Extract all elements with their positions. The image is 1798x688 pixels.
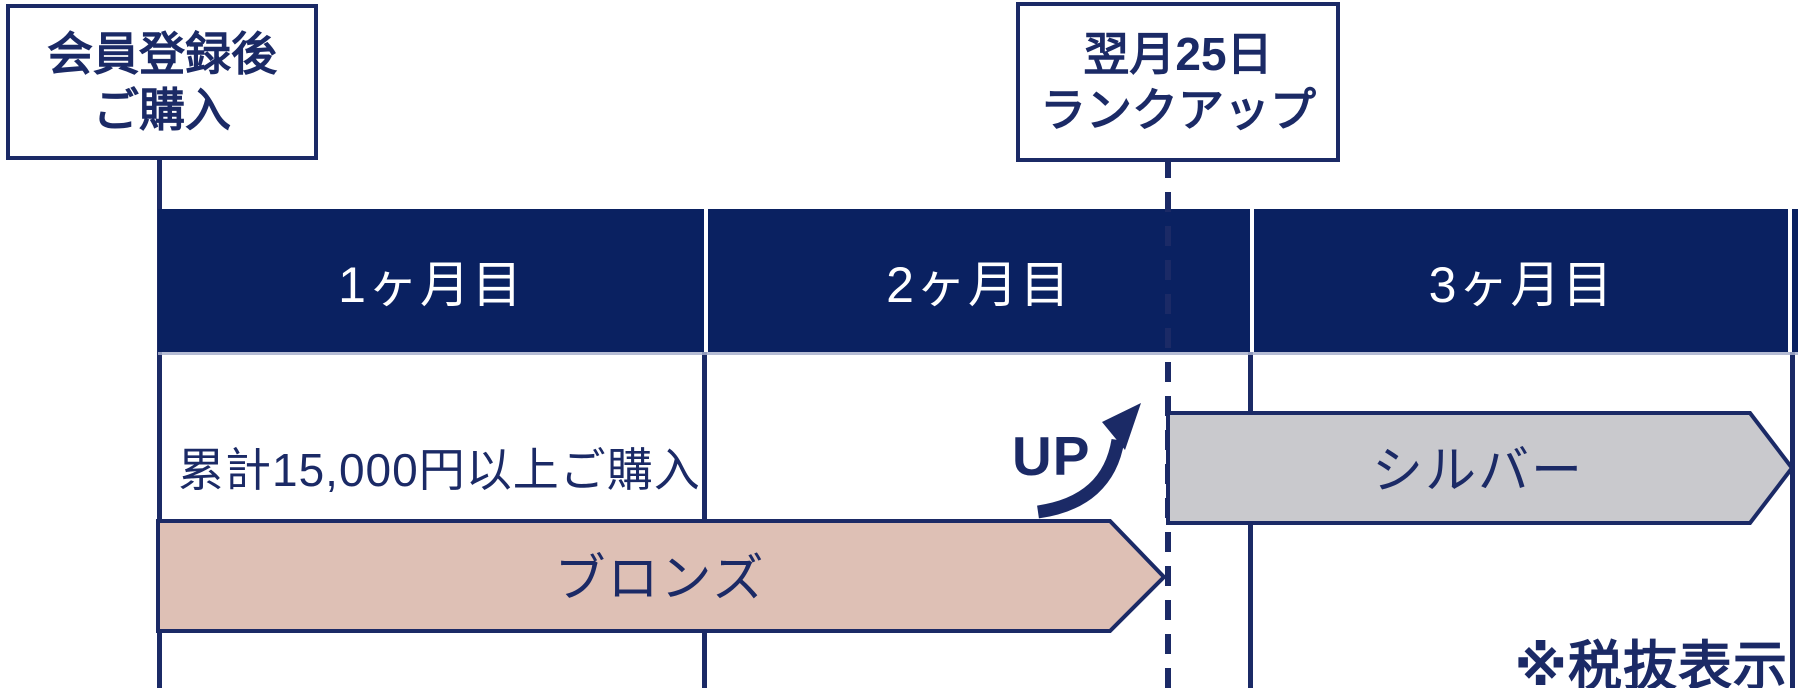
- month-header-bar: 1ヶ月目 2ヶ月目 3ヶ月目: [158, 209, 1798, 352]
- registration-purchase-callout: 会員登録後 ご購入: [6, 4, 318, 160]
- bronze-rank-text: ブロンズ: [554, 550, 766, 607]
- month-1-label: 1ヶ月目: [338, 256, 524, 313]
- month-3-label: 3ヶ月目: [1428, 256, 1615, 313]
- up-label: UP: [1012, 425, 1091, 487]
- month-3-header: 3ヶ月目: [1254, 209, 1789, 352]
- bronze-rank-label: ブロンズ: [154, 517, 1166, 631]
- rankup-callout-line2: ランクアップ: [1040, 84, 1316, 136]
- header-divider-1: [704, 209, 708, 352]
- purchase-condition-text: 累計15,000円以上ご購入: [178, 444, 701, 496]
- rankup-date-callout: 翌月25日 ランクアップ: [1016, 2, 1340, 162]
- tax-excluded-note: ※税抜表示: [1514, 637, 1788, 688]
- silver-rank-band: [1166, 411, 1795, 525]
- header-divider-3: [1788, 209, 1792, 352]
- month-1-header: 1ヶ月目: [158, 209, 704, 352]
- month-2-header: 2ヶ月目: [708, 209, 1250, 352]
- registration-callout-line1: 会員登録後: [47, 27, 277, 80]
- registration-callout-line2: ご購入: [93, 84, 231, 136]
- timeline-start-line: [157, 156, 162, 688]
- bronze-rank-band: [156, 519, 1167, 633]
- rank-up-arrow-icon: [1036, 403, 1141, 519]
- silver-rank-text: シルバー: [1371, 442, 1584, 499]
- month-2-label: 2ヶ月目: [886, 256, 1072, 313]
- silver-rank-label: シルバー: [1164, 409, 1792, 523]
- rankup-callout-line1: 翌月25日: [1083, 27, 1273, 80]
- timeline-end-line: [1790, 350, 1795, 688]
- header-divider-2: [1250, 209, 1254, 352]
